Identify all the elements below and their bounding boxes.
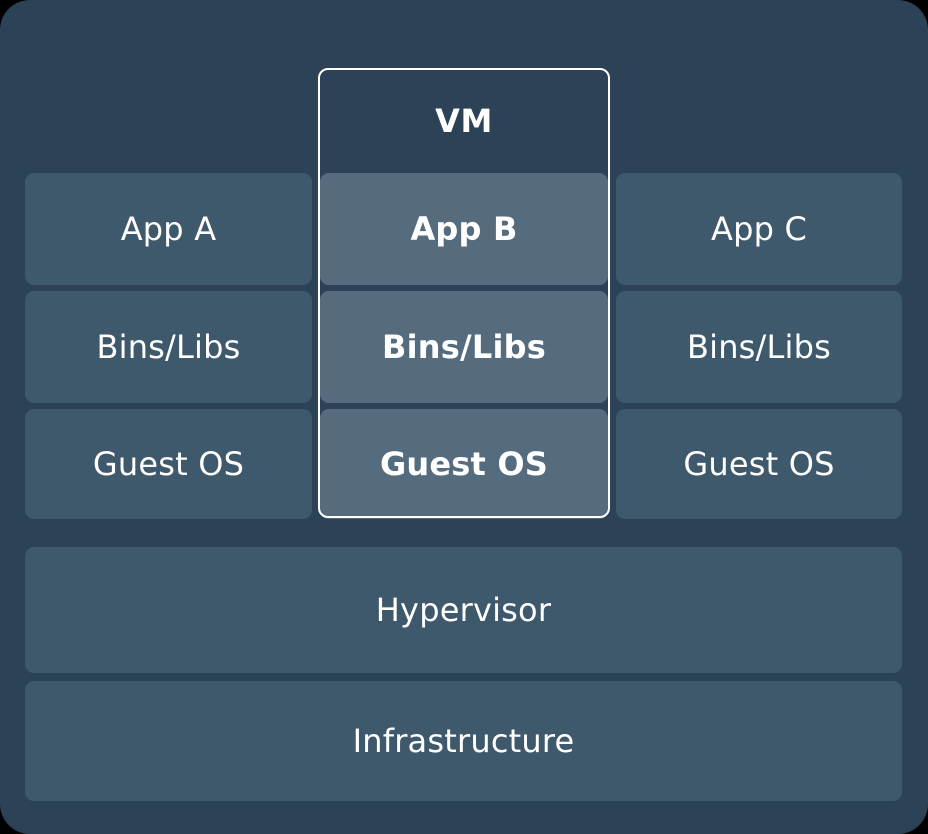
cell-left-guest-os[interactable]: Guest OS bbox=[25, 409, 312, 519]
vm-label: VM bbox=[435, 101, 493, 140]
layer-infrastructure[interactable]: Infrastructure bbox=[25, 681, 902, 801]
cell-left-bins-libs[interactable]: Bins/Libs bbox=[25, 291, 312, 403]
cell-center-bins-libs[interactable]: Bins/Libs bbox=[320, 291, 608, 403]
layer-hypervisor[interactable]: Hypervisor bbox=[25, 547, 902, 673]
cell-right-bins-libs[interactable]: Bins/Libs bbox=[616, 291, 902, 403]
cell-left-app[interactable]: App A bbox=[25, 173, 312, 285]
cell-center-app[interactable]: App B bbox=[320, 173, 608, 285]
cell-center-guest-os[interactable]: Guest OS bbox=[320, 409, 608, 519]
cell-right-guest-os[interactable]: Guest OS bbox=[616, 409, 902, 519]
cell-right-app[interactable]: App C bbox=[616, 173, 902, 285]
